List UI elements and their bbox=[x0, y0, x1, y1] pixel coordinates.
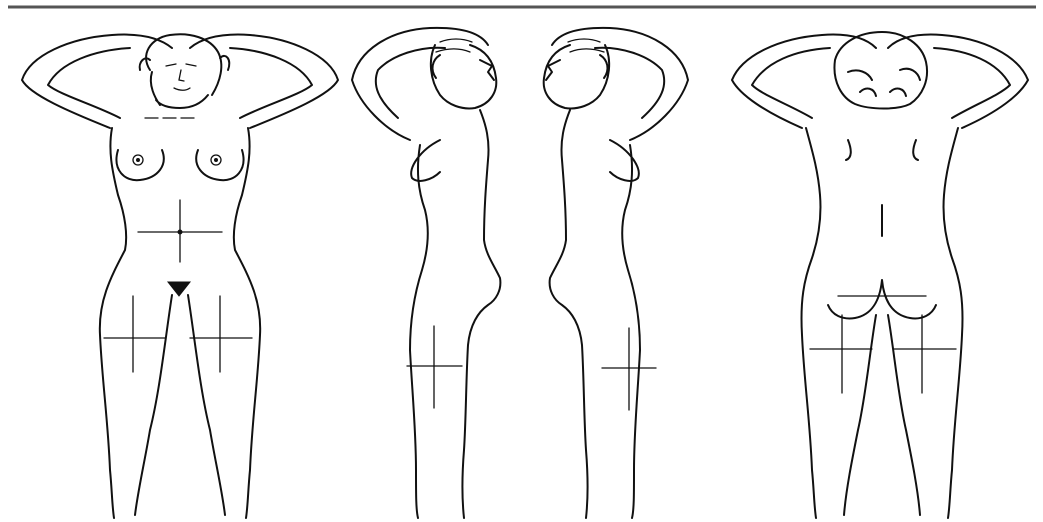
back-inner-legs bbox=[844, 315, 920, 515]
front-hair bbox=[140, 34, 230, 108]
back-shoulder-blades bbox=[846, 140, 918, 160]
back-torso-right bbox=[943, 128, 962, 518]
back-left-arm bbox=[732, 35, 876, 128]
back-buttocks bbox=[828, 280, 936, 318]
side-view-right-facing bbox=[352, 28, 500, 518]
side1-front-contour bbox=[463, 110, 501, 518]
back-right-arm bbox=[888, 35, 1028, 128]
back-torso-left bbox=[801, 128, 820, 518]
back-view-figure bbox=[732, 32, 1028, 518]
front-navel bbox=[178, 230, 182, 234]
front-inner-legs bbox=[135, 295, 225, 515]
side2-head bbox=[544, 45, 609, 108]
front-torso-right bbox=[234, 128, 260, 518]
front-left-nipple-dot bbox=[137, 159, 140, 162]
side2-hair-lines bbox=[568, 39, 604, 52]
front-torso-left bbox=[100, 128, 126, 518]
side1-arms bbox=[352, 28, 488, 140]
side1-hair-lines bbox=[436, 39, 472, 52]
front-face-features bbox=[166, 64, 196, 90]
side1-breast bbox=[411, 140, 440, 181]
front-right-arm bbox=[190, 35, 338, 128]
front-right-nipple-dot bbox=[215, 159, 218, 162]
side1-back-contour bbox=[410, 145, 428, 518]
side2-front-contour bbox=[550, 110, 588, 518]
front-pubic-marker bbox=[168, 282, 190, 296]
side1-head bbox=[431, 45, 496, 108]
side2-back-contour bbox=[622, 145, 640, 518]
front-view-figure bbox=[22, 34, 338, 518]
side-view-left-facing bbox=[544, 28, 688, 518]
side2-arms bbox=[552, 28, 688, 140]
back-hair bbox=[834, 32, 927, 109]
front-breasts bbox=[117, 150, 244, 180]
side2-breast bbox=[610, 140, 639, 181]
